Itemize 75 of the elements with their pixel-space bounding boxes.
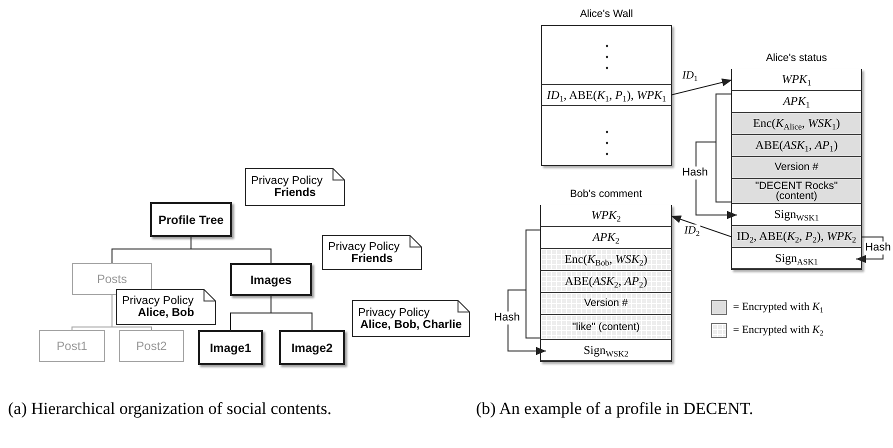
row-text: Enc(K$_{Alice}$, WSK$_{1}$) [752, 117, 841, 130]
tree-node-box [119, 330, 184, 362]
legend-text: = Encrypted with K$_{1}$ [733, 301, 824, 313]
policy-value: Friends [350, 252, 394, 264]
tree-node-box [230, 263, 312, 296]
legend-text: = Encrypted with K$_{2}$ [733, 324, 824, 336]
table-row [732, 179, 861, 204]
table-row [541, 205, 671, 227]
policy-title: Privacy Policy [358, 306, 431, 318]
node-label: Image2 [291, 340, 333, 354]
arrow [696, 142, 738, 219]
policy-value: Friends [273, 187, 317, 199]
row-text: "DECENT Rocks" (content) [754, 180, 839, 202]
row-text: Sign$_{WSK1}$ [773, 208, 820, 221]
node-label: Post2 [136, 339, 167, 353]
edge-label: Hash [864, 242, 892, 254]
node-label: Profile Tree [158, 212, 224, 226]
tree-connector [270, 296, 312, 330]
edge-label: Hash [493, 312, 521, 324]
row-text: ID$_{2}$, ABE(K$_{2}$, P$_{2}$), WPK$_{2}$ [736, 230, 858, 243]
table-row [732, 204, 861, 226]
tree-node-box [150, 202, 232, 237]
node-label: Post1 [56, 339, 88, 353]
policy-title: Privacy Policy [328, 240, 401, 252]
table-row [541, 340, 671, 361]
table-row [541, 227, 671, 249]
tree-node-box [72, 263, 152, 295]
policy-title: Privacy Policy [122, 295, 195, 307]
policy-value: Alice, Bob, Charlie [359, 318, 463, 330]
table-row [541, 315, 671, 340]
row-text: APK$_{1}$ [782, 95, 811, 108]
table-row [732, 91, 861, 113]
row-text: ABE(ASK$_{1}$, AP$_{1}$) [754, 139, 839, 152]
row-text: APK$_{2}$ [591, 231, 620, 244]
table-row [732, 157, 861, 179]
table-title: Bob's comment [568, 188, 644, 200]
edge-label: ID$_{2}$ [683, 224, 701, 238]
edge-label: ID$_{1}$ [681, 70, 699, 82]
row-text: Version # [583, 298, 629, 309]
arrow [670, 215, 732, 238]
table-row [732, 248, 861, 269]
table-row [732, 69, 861, 91]
policy-value: Alice, Bob [136, 307, 196, 319]
arrow [508, 290, 546, 355]
table-row [542, 84, 671, 106]
table-row [732, 113, 861, 135]
policy-title: Privacy Policy [251, 175, 324, 187]
edge-label: Hash [681, 166, 709, 180]
table-row [732, 135, 861, 157]
figure-caption: (b) An example of a profile in DECENT. [476, 399, 754, 420]
tree-node-box [279, 330, 345, 365]
node-label: Image1 [210, 340, 252, 354]
table-title: Alice's status [765, 52, 828, 64]
table-row [541, 293, 671, 315]
tree-node-box [198, 330, 263, 365]
row-text: "like" (content) [571, 322, 641, 332]
row-text: ABE(ASK$_{2}$, AP$_{2}$) [564, 275, 648, 288]
table-row [732, 226, 861, 248]
row-text: WPK$_{2}$ [590, 209, 622, 222]
row-text: WPK$_{1}$ [780, 73, 812, 86]
node-label: Posts [96, 272, 127, 286]
arrow [670, 78, 732, 96]
row-text: Sign$_{WSK2}$ [582, 344, 630, 356]
table-row [541, 249, 671, 271]
tree-connector [190, 236, 272, 264]
tree-node-box [39, 330, 105, 362]
row-text: Sign$_{ASK1}$ [774, 252, 819, 264]
table-row [541, 271, 671, 293]
row-text: ID$_{1}$, ABE(K$_{1}$, P$_{1}$), WPK$_{1}$ [546, 88, 668, 102]
row-text: Version # [774, 162, 820, 173]
node-label: Images [250, 272, 292, 286]
row-text: Enc(K$_{Bob}$, WSK$_{2}$) [564, 253, 648, 266]
tree-connector [112, 294, 152, 330]
table-title: Alice's Wall [579, 8, 634, 20]
figure-caption: (a) Hierarchical organization of social contents. [8, 399, 332, 420]
